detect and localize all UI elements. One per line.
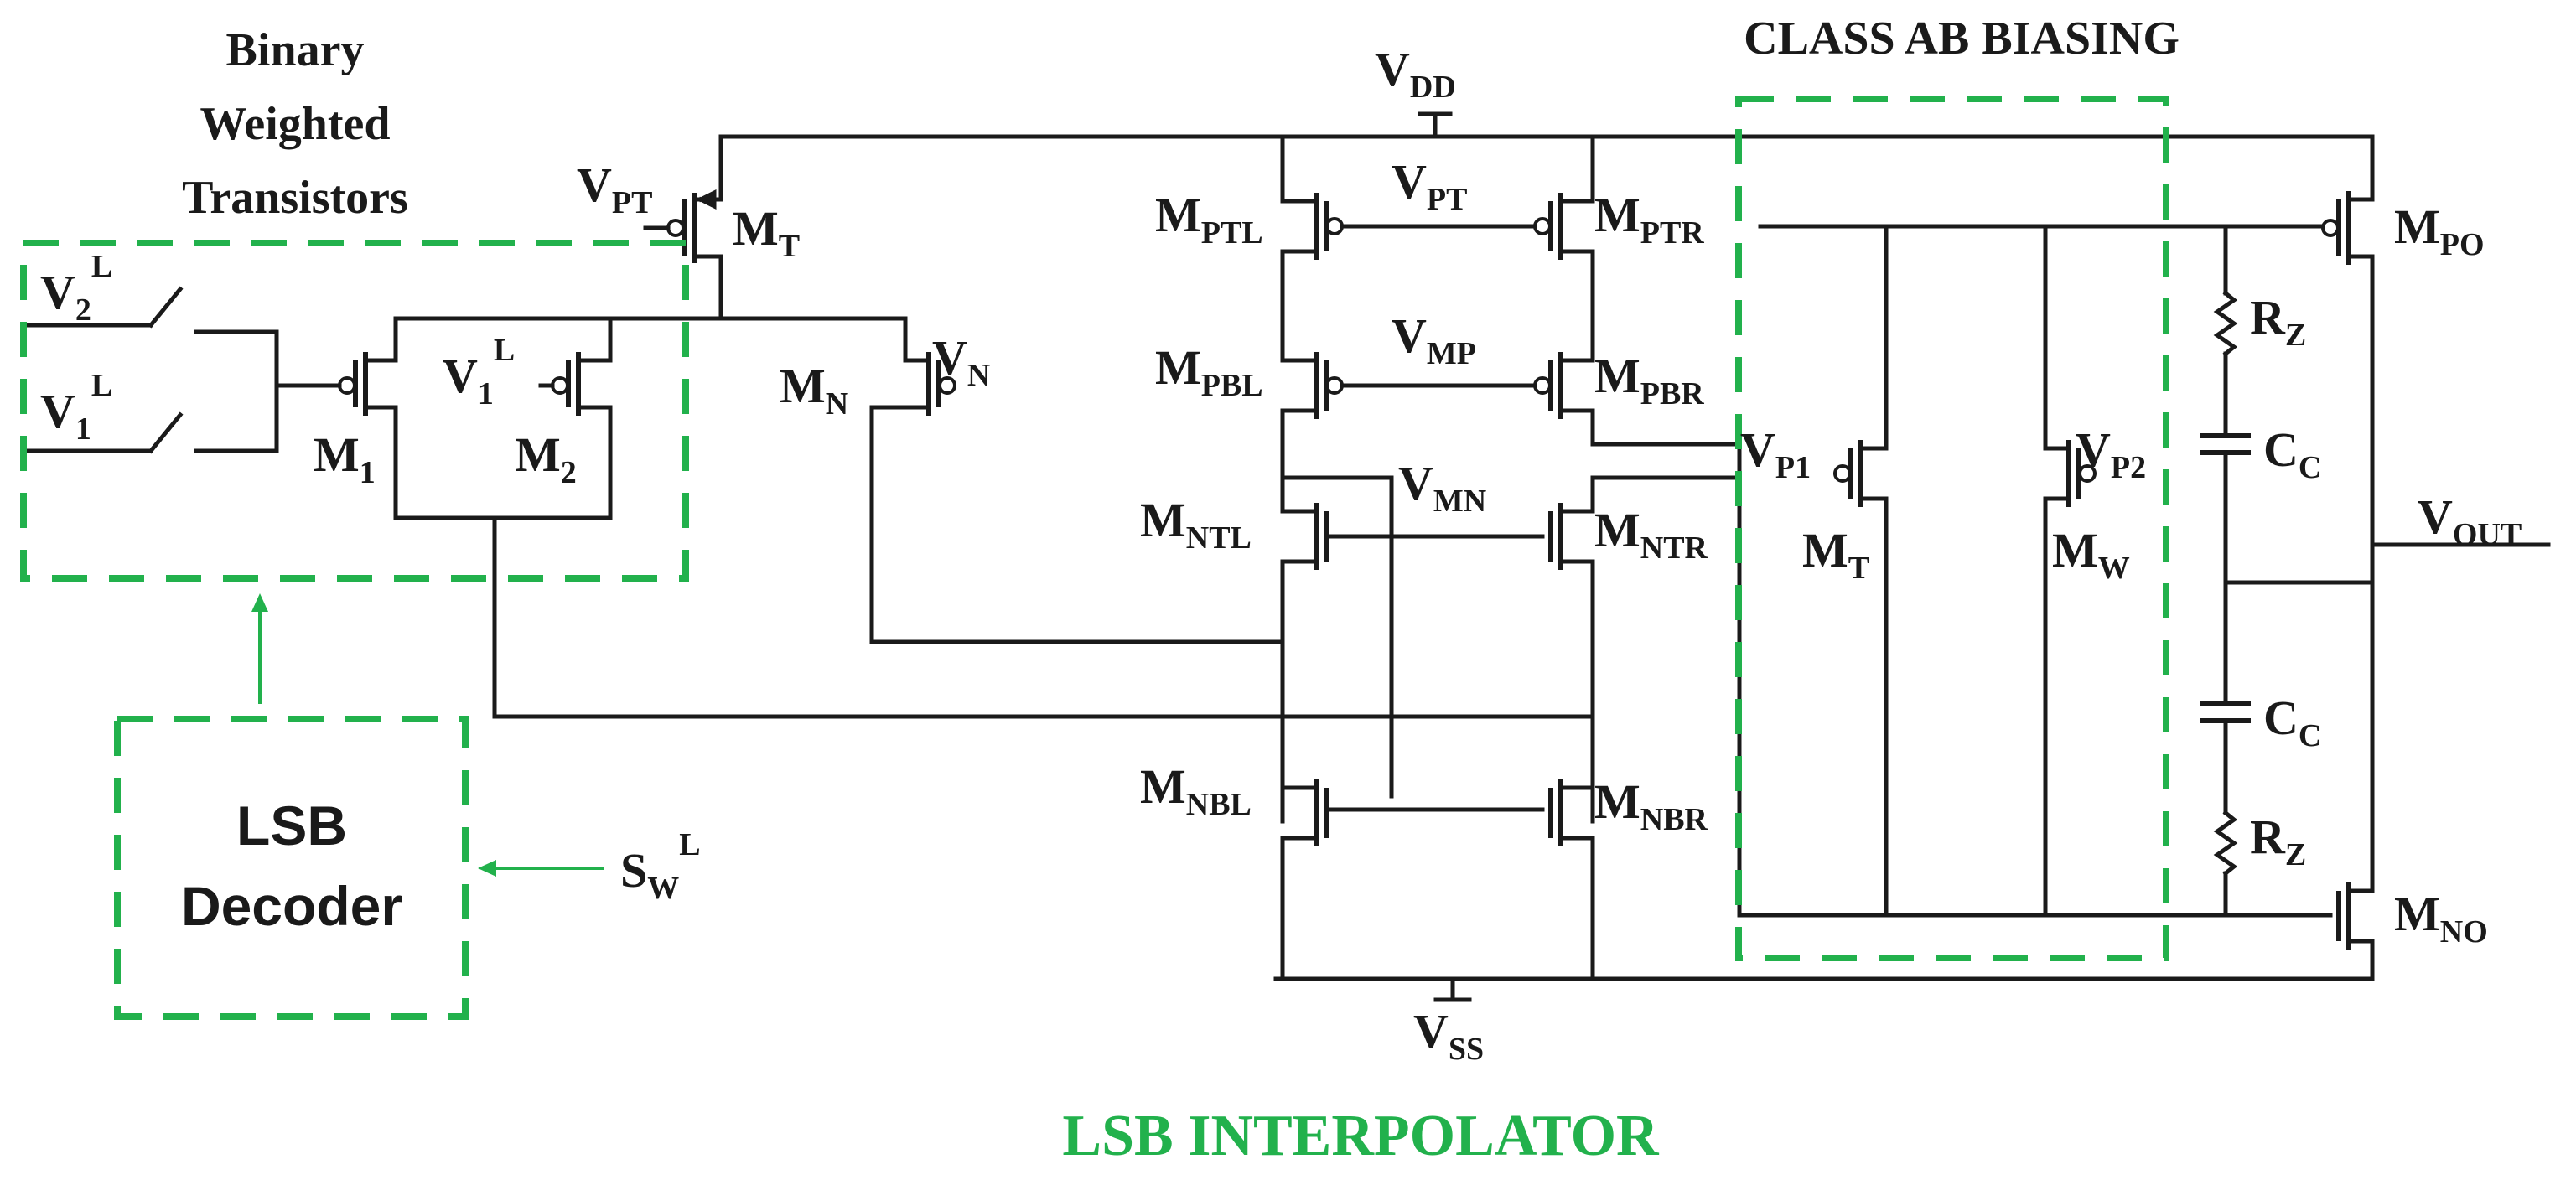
label-mntr: MNTR [1594,503,1708,566]
class-ab-box [1735,96,2169,961]
label-vp2: VP2 [2076,422,2146,485]
lsb-interpolator-title: LSB INTERPOLATOR [1062,1104,1660,1168]
label-vpt-left: VPT [577,158,652,220]
label-vn: VN [932,330,990,393]
lsb-decoder-line1: LSB [236,794,347,857]
label-mnbr: MNBR [1594,774,1708,837]
mpbr-transistor [1533,349,1742,447]
mnbr-transistor [1548,779,1595,981]
label-v1l-switch: V1L [40,368,112,447]
binary-title-line2: Weighted [200,98,390,150]
switch-v2 [24,286,279,334]
label-vss: VSS [1413,1004,1484,1067]
lsb-decoder-line2: Decoder [181,875,402,937]
m2-transistor [538,352,613,520]
decoder-to-weights-arrow [251,593,268,704]
binary-weighted-title: Binary Weighted Transistors [182,24,408,224]
label-mw: MW [2052,523,2130,586]
label-vout: VOUT [2418,489,2522,552]
binary-title-line1: Binary [226,24,365,76]
label-rz-top: RZ [2250,290,2306,353]
mpo-transistor [2321,189,2375,820]
label-v1l-gate: V1L [443,333,515,411]
label-vmn: VMN [1398,456,1486,519]
label-vpt-mid: VPT [1392,154,1467,217]
sw-to-decoder-arrow [478,860,604,877]
label-mt-ab: MT [1802,523,1869,586]
mt-top-transistor [643,189,723,321]
label-m1: M1 [314,427,376,490]
mt-ab-transistor [1833,224,1889,918]
mn-transistor [869,352,1285,644]
switch-v1 [24,411,279,454]
mpbl-transistor [1280,349,1545,480]
label-cc-top: CC [2263,422,2321,485]
label-mptl: MPTL [1155,188,1263,251]
m1-transistor [274,352,398,520]
label-m2: M2 [515,427,577,490]
label-mpo: MPO [2394,199,2485,262]
lsb-decoder-box [114,716,469,1020]
vss-rail [1273,976,2375,1002]
mnbl-transistor [1280,779,1545,981]
label-mptr: MPTR [1594,188,1704,251]
label-swl: SWL [620,827,701,906]
label-vp1: VP1 [1740,422,1811,485]
compensation-network [2200,224,2375,918]
mno-transistor [2336,815,2375,981]
label-v2l: V2L [40,249,112,328]
binary-title-line3: Transistors [182,172,408,224]
mptl-transistor [1280,134,1545,355]
mntl-transistor [1280,475,1545,824]
label-mpbl: MPBL [1155,340,1263,403]
label-cc-bot: CC [2263,691,2321,753]
label-mntl: MNTL [1140,493,1252,556]
mw-transistor [2043,224,2097,918]
mntr-transistor [1548,475,1742,824]
label-mpbr: MPBR [1594,349,1704,411]
vdd-rail [718,111,2375,202]
label-mn: MN [780,359,848,422]
label-rz-bot: RZ [2250,810,2306,872]
label-mt-top: MT [733,201,800,264]
binary-weighted-box [20,240,689,582]
label-vmp: VMP [1392,308,1476,371]
class-ab-title: CLASS AB BIASING [1744,13,2179,65]
mptr-transistor [1533,134,1595,355]
label-vdd: VDD [1375,42,1456,105]
ngate-bus [1737,442,2333,918]
label-mno: MNO [2394,887,2488,950]
m1m2-to-bias-wire [492,515,1595,719]
label-mnbl: MNBL [1140,759,1252,822]
